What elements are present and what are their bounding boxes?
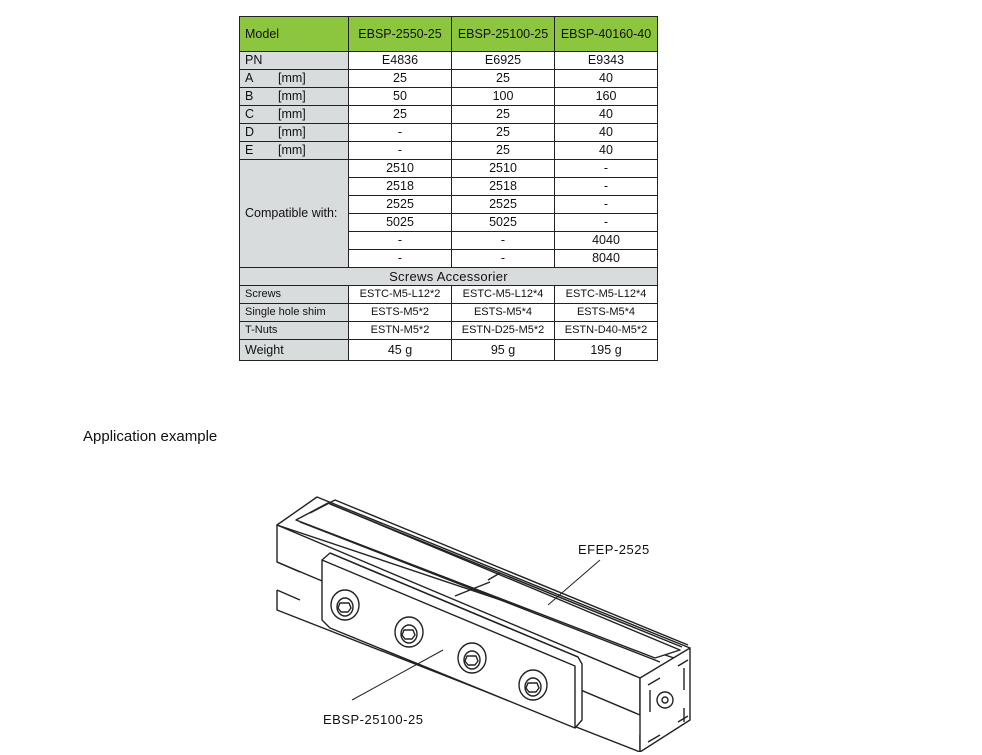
- table-row: A [mm] 25 25 40: [239, 69, 658, 88]
- dim-label-cell: C [mm]: [239, 105, 349, 124]
- table-row: E [mm] - 25 40: [239, 141, 658, 160]
- header-model-label: Model: [239, 16, 349, 52]
- table-row: Compatible with: 2510 2510 -: [239, 159, 658, 268]
- dim-label-cell: A [mm]: [239, 69, 349, 88]
- dim-unit: [mm]: [278, 107, 306, 121]
- accessory-value: ESTN-D25-M5*2: [451, 321, 555, 340]
- compat-value: 5025: [348, 213, 452, 232]
- compat-value: -: [554, 159, 658, 178]
- compat-value: 2510: [348, 159, 452, 178]
- dim-label: A: [245, 71, 254, 85]
- compat-value: -: [554, 195, 658, 214]
- dim-label-cell: B [mm]: [239, 87, 349, 106]
- dim-unit: [mm]: [278, 143, 306, 157]
- dim-label: C: [245, 107, 255, 121]
- dim-value: 40: [554, 123, 658, 142]
- accessory-value: ESTC-M5-L12*4: [451, 285, 555, 304]
- screw-icon: [518, 669, 548, 701]
- compat-value: 2518: [348, 177, 452, 196]
- dim-value: 50: [348, 87, 452, 106]
- accessory-value: ESTS-M5*4: [554, 303, 658, 322]
- weight-label: Weight: [239, 339, 349, 361]
- accessory-value: ESTC-M5-L12*4: [554, 285, 658, 304]
- table-row: D [mm] - 25 40: [239, 123, 658, 142]
- application-title: Application example: [83, 428, 218, 445]
- pn-value: E4836: [348, 51, 452, 70]
- table-row: PN E4836 E6925 E9343: [239, 51, 658, 70]
- weight-value: 45 g: [348, 339, 452, 361]
- dim-label: B: [245, 89, 254, 103]
- accessory-value: ESTN-M5*2: [348, 321, 452, 340]
- compat-value: 2510: [451, 159, 555, 178]
- pn-value: E9343: [554, 51, 658, 70]
- accessory-value: ESTS-M5*4: [451, 303, 555, 322]
- compat-value: 8040: [554, 249, 658, 268]
- application-illustration: [276, 496, 691, 752]
- dim-label-cell: E [mm]: [239, 141, 349, 160]
- dim-value: 25: [451, 141, 555, 160]
- accessory-label: Screws: [239, 285, 349, 304]
- compat-value: -: [348, 249, 452, 268]
- table-row: Screws ESTC-M5-L12*2 ESTC-M5-L12*4 ESTC-…: [239, 285, 658, 304]
- dim-unit: [mm]: [278, 125, 306, 139]
- accessory-value: ESTS-M5*2: [348, 303, 452, 322]
- accessory-value: ESTC-M5-L12*2: [348, 285, 452, 304]
- compatible-label: Compatible with:: [239, 159, 349, 268]
- table-row: Screws Accessorier: [239, 267, 658, 286]
- weight-value: 195 g: [554, 339, 658, 361]
- compat-value: -: [348, 231, 452, 250]
- table-row: Weight 45 g 95 g 195 g: [239, 339, 658, 361]
- table-row: B [mm] 50 100 160: [239, 87, 658, 106]
- screw-icon: [394, 616, 424, 648]
- dim-unit: [mm]: [278, 71, 306, 85]
- dim-value: 40: [554, 105, 658, 124]
- weight-value: 95 g: [451, 339, 555, 361]
- accessory-label: T-Nuts: [239, 321, 349, 340]
- header-model-3: EBSP-40160-40: [554, 16, 658, 52]
- dim-label-cell: D [mm]: [239, 123, 349, 142]
- table-row: C [mm] 25 25 40: [239, 105, 658, 124]
- plate-callout: EBSP-25100-25: [323, 712, 424, 727]
- spec-table: Model EBSP-2550-25 EBSP-25100-25 EBSP-40…: [239, 16, 658, 361]
- table-header-row: Model EBSP-2550-25 EBSP-25100-25 EBSP-40…: [239, 16, 658, 52]
- compat-value: -: [451, 231, 555, 250]
- compat-value: 2525: [451, 195, 555, 214]
- screw-icon: [457, 642, 487, 674]
- screw-icon: [330, 589, 360, 621]
- pn-value: E6925: [451, 51, 555, 70]
- dim-value: 25: [451, 105, 555, 124]
- dim-label: E: [245, 143, 254, 157]
- compat-value: -: [554, 177, 658, 196]
- compat-value: 2518: [451, 177, 555, 196]
- compat-value: -: [554, 213, 658, 232]
- table-row: - - 8040: [240, 249, 658, 268]
- dim-value: 160: [554, 87, 658, 106]
- compat-value: 5025: [451, 213, 555, 232]
- accessories-title: Screws Accessorier: [239, 267, 658, 286]
- dim-value: 25: [348, 69, 452, 88]
- dim-value: 40: [554, 141, 658, 160]
- dim-value: 100: [451, 87, 555, 106]
- accessory-label: Single hole shim: [239, 303, 349, 322]
- accessory-value: ESTN-D40-M5*2: [554, 321, 658, 340]
- dim-value: -: [348, 123, 452, 142]
- dim-value: -: [348, 141, 452, 160]
- dim-value: 25: [451, 123, 555, 142]
- table-row: Single hole shim ESTS-M5*2 ESTS-M5*4 EST…: [239, 303, 658, 322]
- dim-unit: [mm]: [278, 89, 306, 103]
- profile-callout: EFEP-2525: [578, 542, 650, 557]
- dim-value: 25: [348, 105, 452, 124]
- dim-value: 40: [554, 69, 658, 88]
- compat-value: -: [451, 249, 555, 268]
- header-model-2: EBSP-25100-25: [451, 16, 555, 52]
- dim-value: 25: [451, 69, 555, 88]
- pn-label: PN: [239, 51, 349, 70]
- dim-label: D: [245, 125, 255, 139]
- compat-value: 2525: [348, 195, 452, 214]
- header-model-1: EBSP-2550-25: [348, 16, 452, 52]
- table-row: T-Nuts ESTN-M5*2 ESTN-D25-M5*2 ESTN-D40-…: [239, 321, 658, 340]
- compat-value: 4040: [554, 231, 658, 250]
